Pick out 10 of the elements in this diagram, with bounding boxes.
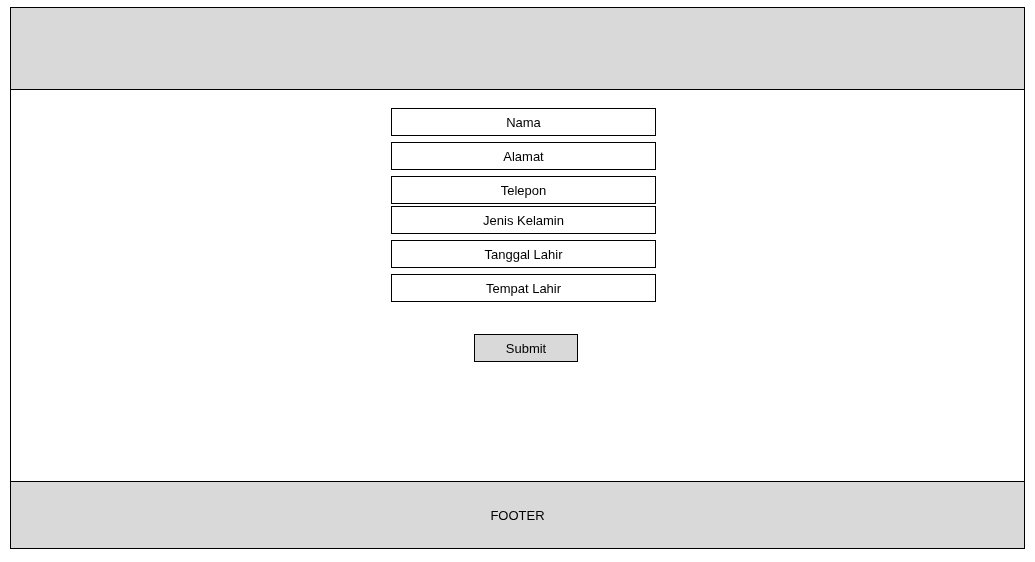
footer-band: FOOTER: [10, 481, 1025, 549]
header-band: [10, 7, 1025, 90]
input-field: Tempat Lahir: [391, 274, 656, 302]
input-field: Tanggal Lahir: [391, 240, 656, 268]
input-field: Alamat: [391, 142, 656, 170]
input-field: Jenis Kelamin: [391, 206, 656, 234]
input-field: Telepon: [391, 176, 656, 204]
submit-button: Submit: [474, 334, 578, 362]
content-area: [10, 89, 1025, 482]
input-field: Nama: [391, 108, 656, 136]
